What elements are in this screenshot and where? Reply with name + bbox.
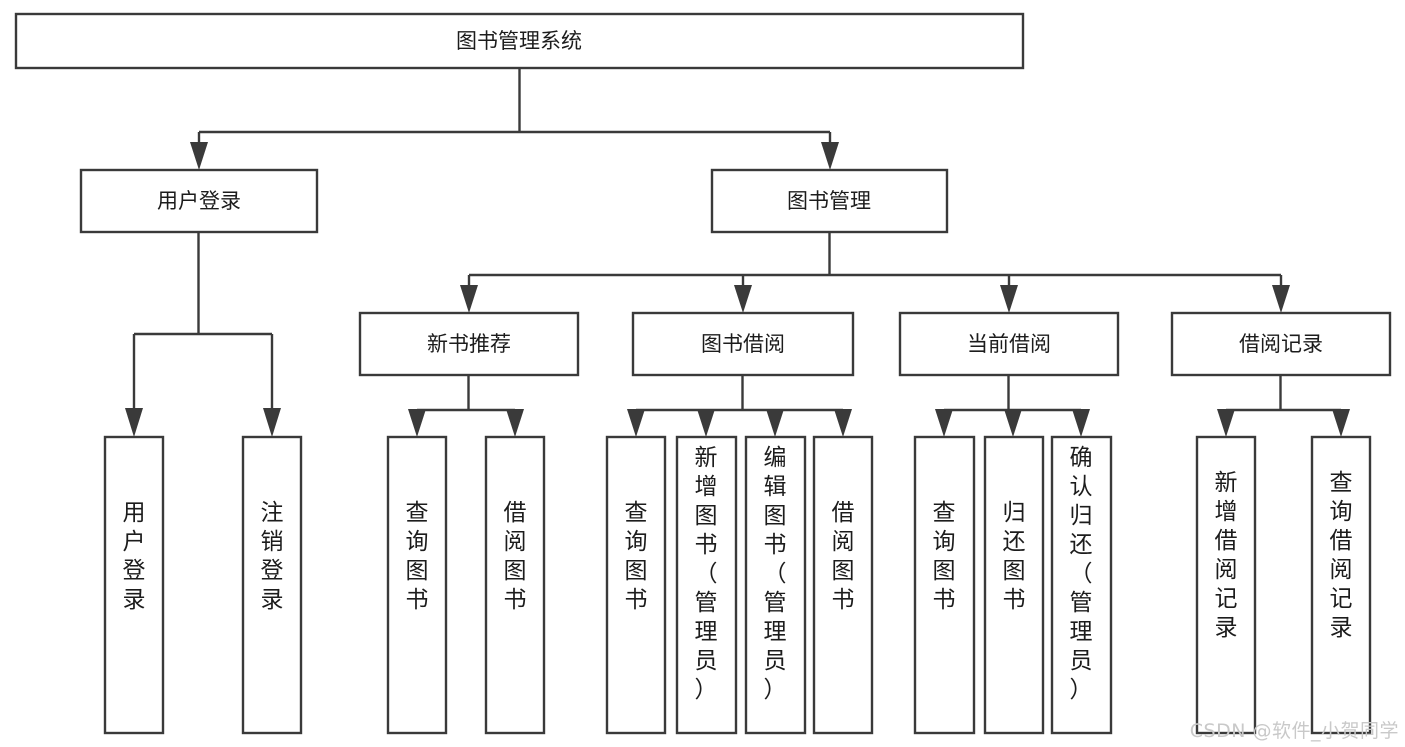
leaf-user-login-label: 用户登录 bbox=[123, 500, 146, 613]
node-book-borrow[interactable]: 图书借阅 bbox=[631, 311, 855, 377]
node-book-borrow-label: 图书借阅 bbox=[701, 332, 785, 356]
arrow-head-leaf-query-books-3 bbox=[935, 409, 953, 437]
node-user-login[interactable]: 用户登录 bbox=[79, 168, 319, 234]
arrow-head-leaf-add-record bbox=[1217, 409, 1235, 437]
leaf-add-borrow-record-label: 新增借阅记录 bbox=[1215, 470, 1238, 641]
leaf-confirm-return-admin-box[interactable] bbox=[1050, 435, 1113, 735]
leaf-edit-book-admin-label: 编辑图书（管理员） bbox=[764, 445, 787, 703]
leaf-add-book-admin-box[interactable] bbox=[675, 435, 738, 735]
node-book-management[interactable]: 图书管理 bbox=[710, 168, 949, 234]
leaf-user-login-box[interactable] bbox=[103, 435, 165, 735]
leaf-confirm-return-admin-label: 确认归还（管理员） bbox=[1070, 445, 1093, 703]
leaf-add-borrow-record-box[interactable] bbox=[1195, 435, 1257, 735]
arrow-head-leaf-logout bbox=[263, 408, 281, 437]
leaf-query-books-current-box[interactable] bbox=[913, 435, 976, 735]
arrow-head-leaf-edit-book bbox=[766, 409, 784, 437]
leaf-query-borrow-record-box[interactable] bbox=[1310, 435, 1372, 735]
arrow-head-new-books bbox=[460, 285, 478, 313]
node-borrow-records[interactable]: 借阅记录 bbox=[1170, 311, 1392, 377]
connector-layer bbox=[125, 68, 1350, 437]
arrow-head-leaf-query-books-1 bbox=[408, 409, 426, 437]
arrow-head-borrow bbox=[734, 285, 752, 313]
arrow-head-leaf-return-book bbox=[1004, 409, 1022, 437]
node-borrow-records-box[interactable] bbox=[1170, 311, 1392, 377]
arrow-head-leaf-borrow-books-2 bbox=[834, 409, 852, 437]
leaf-return-book[interactable]: 归还图书 bbox=[983, 435, 1045, 735]
arrow-head-leaf-user-login bbox=[125, 408, 143, 437]
arrow-head-user-login bbox=[190, 142, 208, 170]
node-new-book-recommend[interactable]: 新书推荐 bbox=[358, 311, 580, 377]
leaf-edit-book-admin[interactable]: 编辑图书（管理员） bbox=[744, 435, 807, 735]
leaf-return-book-box[interactable] bbox=[983, 435, 1045, 735]
leaf-add-borrow-record[interactable]: 新增借阅记录 bbox=[1195, 435, 1257, 735]
leaf-logout-label: 注销登录 bbox=[261, 500, 284, 613]
leaf-query-books-recommend-box[interactable] bbox=[386, 435, 448, 735]
leaf-query-books-current-label: 查询图书 bbox=[933, 500, 956, 613]
node-current-borrow-label: 当前借阅 bbox=[967, 332, 1051, 356]
leaf-query-books-recommend[interactable]: 查询图书 bbox=[386, 435, 448, 735]
node-new-book-recommend-label: 新书推荐 bbox=[427, 332, 511, 356]
leaf-query-books-borrow-label: 查询图书 bbox=[625, 500, 648, 613]
arrow-head-leaf-query-record bbox=[1332, 409, 1350, 437]
node-current-borrow[interactable]: 当前借阅 bbox=[898, 311, 1120, 377]
leaf-query-borrow-record[interactable]: 查询借阅记录 bbox=[1310, 435, 1372, 735]
leaf-return-book-label: 归还图书 bbox=[1003, 500, 1026, 613]
leaf-query-books-current[interactable]: 查询图书 bbox=[913, 435, 976, 735]
leaf-logout[interactable]: 注销登录 bbox=[241, 435, 303, 735]
node-user-login-label: 用户登录 bbox=[157, 189, 241, 213]
arrow-head-leaf-add-book bbox=[697, 409, 715, 437]
csdn-watermark: CSDN @软件_小贺同学 bbox=[1189, 720, 1399, 742]
leaf-add-book-admin[interactable]: 新增图书（管理员） bbox=[675, 435, 738, 735]
node-root-system[interactable]: 图书管理系统 bbox=[14, 12, 1025, 70]
arrow-head-leaf-borrow-books-1 bbox=[506, 409, 524, 437]
leaf-layer: 用户登录 注销登录 查询图书 借阅图书 查询图书 新增图书（管理员） bbox=[103, 435, 1372, 735]
arrow-head-book-mgmt bbox=[821, 142, 839, 170]
node-book-management-label: 图书管理 bbox=[787, 189, 871, 213]
node-current-borrow-box[interactable] bbox=[898, 311, 1120, 377]
node-borrow-records-label: 借阅记录 bbox=[1239, 332, 1323, 356]
node-user-login-box[interactable] bbox=[79, 168, 319, 234]
leaf-borrow-books-recommend[interactable]: 借阅图书 bbox=[484, 435, 546, 735]
leaf-query-books-borrow-box[interactable] bbox=[605, 435, 667, 735]
leaf-borrow-books-borrow-label: 借阅图书 bbox=[832, 500, 855, 613]
leaf-borrow-books-recommend-box[interactable] bbox=[484, 435, 546, 735]
leaf-edit-book-admin-box[interactable] bbox=[744, 435, 807, 735]
leaf-user-login[interactable]: 用户登录 bbox=[103, 435, 165, 735]
node-new-book-recommend-box[interactable] bbox=[358, 311, 580, 377]
node-root-system-label: 图书管理系统 bbox=[456, 29, 582, 53]
node-book-management-box[interactable] bbox=[710, 168, 949, 234]
leaf-borrow-books-borrow-box[interactable] bbox=[812, 435, 874, 735]
leaf-borrow-books-recommend-label: 借阅图书 bbox=[504, 500, 527, 613]
leaf-query-books-recommend-label: 查询图书 bbox=[406, 500, 429, 613]
arrow-head-leaf-confirm-return bbox=[1072, 409, 1090, 437]
leaf-add-book-admin-label: 新增图书（管理员） bbox=[695, 445, 718, 703]
node-book-borrow-box[interactable] bbox=[631, 311, 855, 377]
leaf-confirm-return-admin[interactable]: 确认归还（管理员） bbox=[1050, 435, 1113, 735]
leaf-query-books-borrow[interactable]: 查询图书 bbox=[605, 435, 667, 735]
leaf-query-borrow-record-label: 查询借阅记录 bbox=[1330, 470, 1353, 641]
leaf-borrow-books-borrow[interactable]: 借阅图书 bbox=[812, 435, 874, 735]
arrow-head-records bbox=[1272, 285, 1290, 313]
leaf-logout-box[interactable] bbox=[241, 435, 303, 735]
node-root-system-box[interactable] bbox=[14, 12, 1025, 70]
arrow-head-current bbox=[1000, 285, 1018, 313]
arrow-head-leaf-query-books-2 bbox=[627, 409, 645, 437]
